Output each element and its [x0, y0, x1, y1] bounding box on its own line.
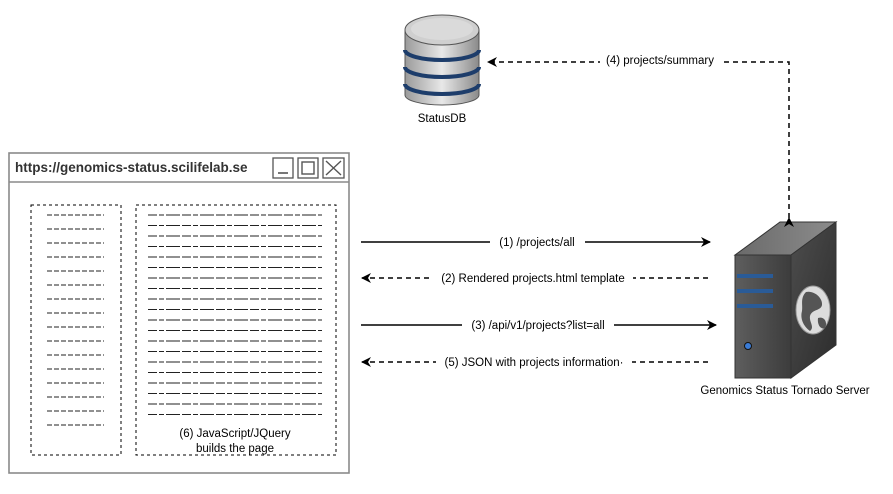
label-api-projects: (3) /api/v1/projects?list=all [471, 320, 604, 332]
browser-window: https://genomics-status.scilifelab.se (6… [8, 152, 350, 474]
sidebar-placeholder [30, 204, 122, 456]
statusdb-label: StatusDB [418, 113, 467, 125]
content-placeholder [135, 204, 337, 456]
maximize-button[interactable] [297, 157, 319, 179]
close-icon [325, 160, 342, 176]
content-text-lines [148, 214, 322, 415]
arrow-projects-summary [487, 57, 794, 227]
label-projects-all: (1) /projects/all [499, 237, 574, 249]
close-button[interactable] [322, 157, 345, 179]
label-projects-summary: (4) projects/summary [606, 55, 714, 67]
server-label: Genomics Status Tornado Server [700, 385, 869, 397]
maximize-icon [301, 161, 315, 175]
content-note-line2: builds the page [196, 443, 274, 455]
sidebar-text-lines [47, 214, 104, 426]
label-json-projects: (5) JSON with projects information· [445, 357, 624, 369]
label-rendered-template: (2) Rendered projects.html template [441, 273, 624, 285]
minimize-button[interactable] [272, 157, 294, 179]
browser-url: https://genomics-status.scilifelab.se [15, 160, 248, 175]
statusdb-database-icon [403, 14, 481, 106]
content-note-line1: (6) JavaScript/JQuery [179, 428, 290, 440]
tornado-server-icon [733, 221, 838, 379]
globe-icon [795, 285, 831, 335]
